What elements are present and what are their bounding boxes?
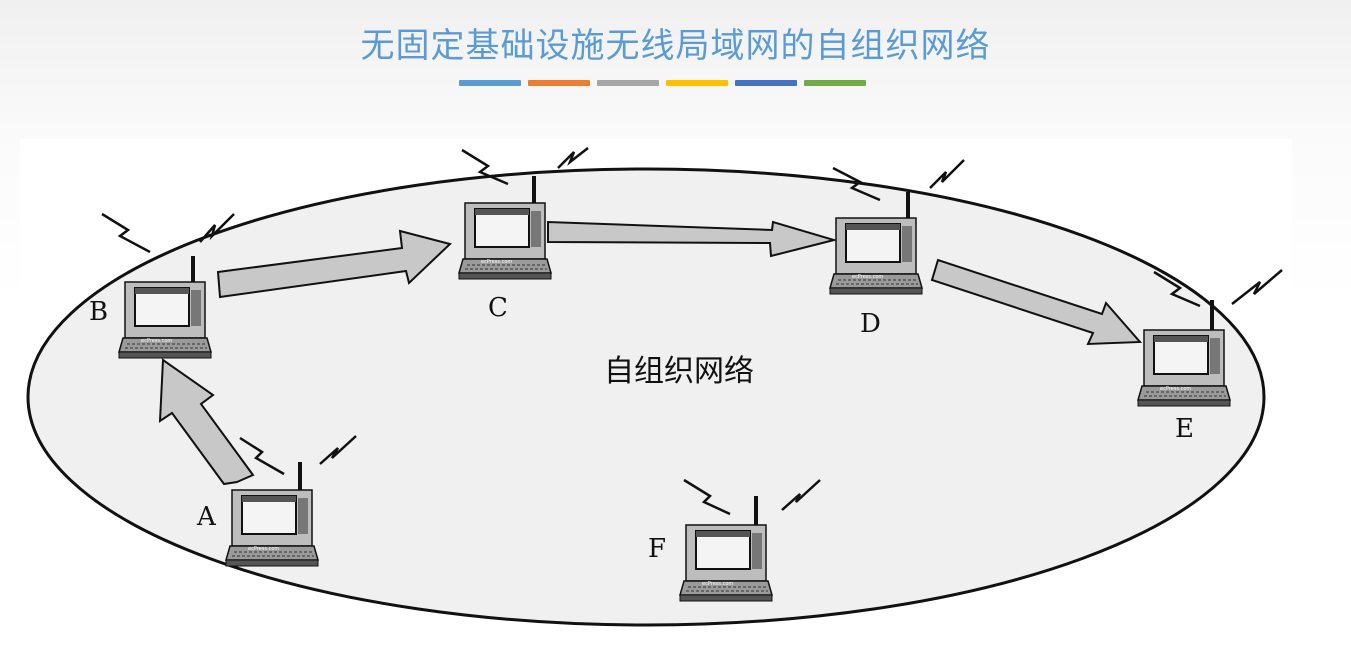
laptop-node-c — [458, 147, 589, 280]
laptop-node-d — [829, 159, 965, 295]
node-label-e: E — [1175, 414, 1194, 444]
accent-color-bar — [459, 80, 866, 86]
accent-swatch-gray — [597, 80, 659, 86]
laptop-node-b — [101, 212, 235, 359]
arrow-b-to-c — [216, 229, 452, 299]
node-label-b: B — [89, 297, 109, 327]
laptop-node-f — [679, 478, 821, 602]
link-arrows — [158, 220, 1143, 486]
node-label-d: D — [860, 309, 881, 339]
accent-swatch-orange — [528, 80, 590, 86]
laptop-node-e — [1137, 269, 1283, 407]
accent-swatch-darkblue — [735, 80, 797, 86]
slide-title: 无固定基础设施无线局域网的自组织网络 — [360, 26, 991, 66]
arrow-c-to-d — [547, 220, 838, 258]
accent-swatch-yellow — [666, 80, 728, 86]
node-label-f: F — [648, 534, 667, 564]
laptop-node-a — [225, 435, 357, 567]
node-label-c: C — [488, 293, 508, 323]
accent-swatch-green — [804, 80, 866, 86]
network-label: 自组织网络 — [604, 354, 754, 389]
arrow-a-to-b — [158, 358, 255, 486]
accent-swatch-blue — [459, 80, 521, 86]
node-label-a: A — [197, 502, 216, 532]
arrow-d-to-e — [930, 258, 1143, 346]
